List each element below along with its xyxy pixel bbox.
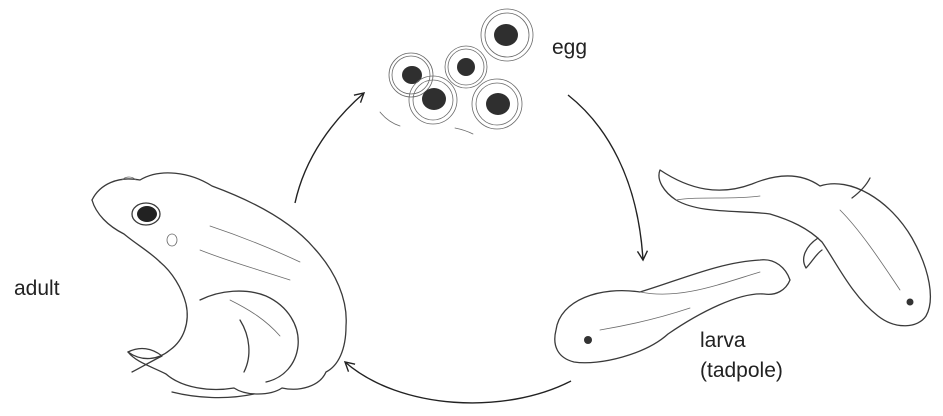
arrow-larva-to-adult bbox=[345, 362, 571, 403]
egg-cluster-illustration bbox=[380, 9, 533, 134]
arrow-egg-to-larva bbox=[568, 95, 643, 260]
larva-label: larva bbox=[700, 326, 746, 356]
egg bbox=[472, 79, 522, 129]
egg bbox=[445, 46, 487, 88]
egg bbox=[409, 76, 457, 124]
egg bbox=[481, 9, 533, 61]
tadpole-label: (tadpole) bbox=[700, 356, 783, 386]
egg-label: egg bbox=[552, 33, 587, 63]
arrow-adult-to-egg bbox=[295, 93, 364, 203]
adult-frog-illustration bbox=[92, 173, 346, 398]
adult-label: adult bbox=[14, 274, 60, 304]
